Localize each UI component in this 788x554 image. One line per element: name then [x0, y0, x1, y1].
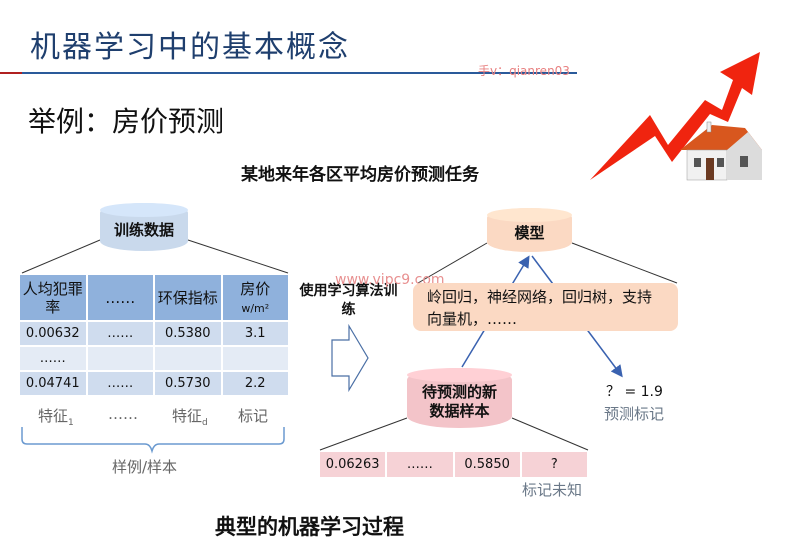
prediction-label: 预测标记 [604, 405, 665, 423]
cell: 0.04741 [20, 372, 86, 395]
cell: 0.06263 [320, 452, 386, 477]
cell: …… [87, 372, 153, 395]
cell [155, 347, 221, 370]
header-price-text: 房价 [240, 279, 271, 298]
feature-d-label: 特征d [172, 407, 208, 428]
new-sample-table: 0.06263……0.5850? [318, 450, 589, 479]
feature-ellipsis-label: …… [108, 405, 138, 423]
training-data-cylinder: 训练数据 [100, 203, 188, 251]
task-title: 某地来年各区平均房价预测任务 [241, 165, 479, 185]
model-label: 模型 [514, 224, 545, 243]
table-row: 0.06263……0.5850? [320, 452, 587, 477]
cell: …… [87, 322, 153, 345]
header-environment: 环保指标 [155, 275, 221, 320]
unknown-label-text: 标记未知 [522, 481, 583, 499]
cell: ? [521, 452, 587, 477]
slide-subtitle: 举例：房价预测 [28, 105, 225, 138]
cell: 3.1 [222, 322, 288, 345]
cell [222, 347, 288, 370]
header-ellipsis: …… [87, 275, 153, 320]
cell: …… [20, 347, 86, 370]
cell: …… [387, 452, 453, 477]
brace [21, 427, 285, 454]
header-price: 房价 w/m² [222, 275, 288, 320]
header-price-unit: w/m² [241, 301, 270, 315]
slide-title: 机器学习中的基本概念 [30, 30, 350, 65]
title-underline [22, 72, 577, 74]
cell: 0.00632 [20, 322, 86, 345]
table-row: …… [20, 347, 288, 370]
training-arrow-label: 使用学习算法训练 [299, 283, 398, 318]
watermark: 手v：qianren03 [478, 64, 570, 78]
header-crime-rate: 人均犯罪率 [20, 275, 86, 320]
algorithms-box: 岭回归，神经网络，回归树，支持向量机，…… [413, 283, 678, 331]
cell: 0.5730 [155, 372, 221, 395]
model-cylinder: 模型 [487, 208, 572, 252]
cell: 2.2 [222, 372, 288, 395]
cell: 0.5380 [155, 322, 221, 345]
bottom-caption: 典型的机器学习过程 [215, 514, 404, 539]
label-column-label: 标记 [238, 407, 269, 425]
training-data-label: 训练数据 [113, 221, 174, 240]
sample-brace-label: 样例/样本 [112, 458, 178, 476]
hollow-right-arrow [331, 323, 369, 393]
cell [87, 347, 153, 370]
cell: 0.5850 [454, 452, 520, 477]
title-underline-accent [0, 72, 22, 74]
new-sample-cylinder: 待预测的新数据样本 [407, 368, 512, 428]
prediction-value: ？ = 1.9 [606, 384, 663, 400]
new-sample-label: 待预测的新数据样本 [421, 382, 497, 421]
feature-1-label: 特征1 [38, 407, 74, 428]
